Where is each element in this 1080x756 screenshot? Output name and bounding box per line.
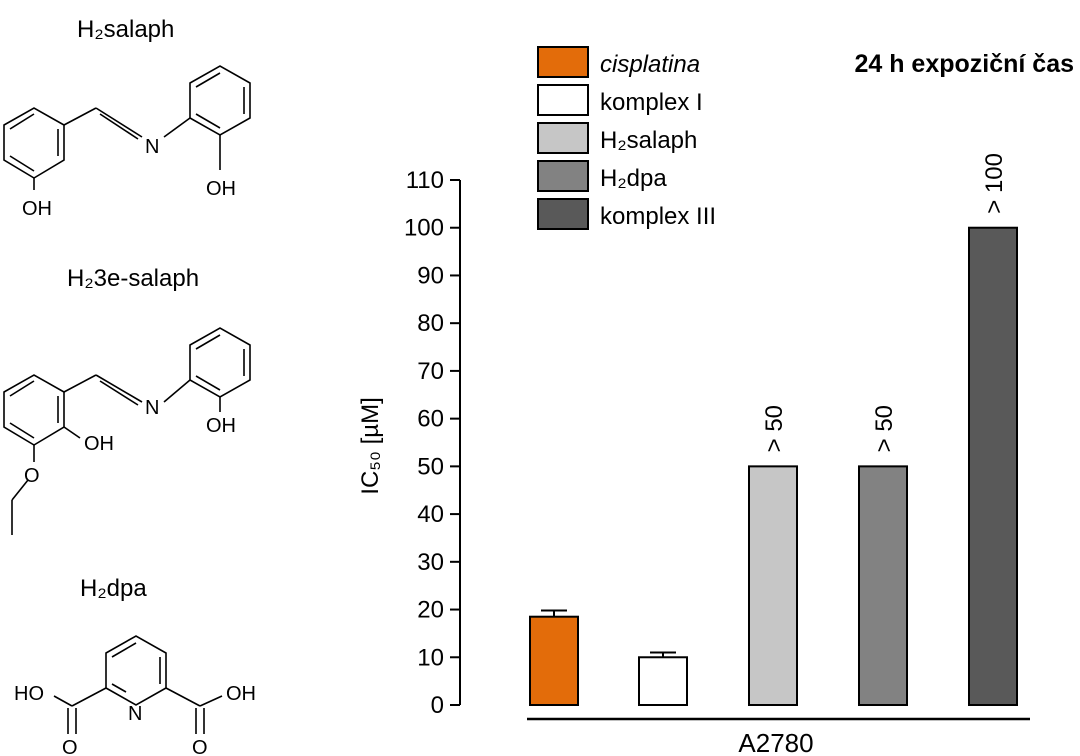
- y-tick-label: 70: [417, 358, 444, 385]
- atom-label: O: [62, 737, 78, 756]
- y-tick-label: 80: [417, 310, 444, 337]
- atom-label: OH: [226, 683, 256, 705]
- legend-label: H₂salaph: [600, 127, 697, 154]
- bar: [748, 465, 798, 707]
- y-tick-label: 30: [417, 549, 444, 576]
- atom-label: HO: [14, 683, 44, 705]
- bar-value-label: > 50: [871, 405, 898, 452]
- legend-label: komplex III: [600, 203, 716, 230]
- structure-salaph: N OH OH: [3, 65, 251, 220]
- atom-label: O: [192, 737, 208, 756]
- legend-swatch: [537, 84, 589, 116]
- legend-swatch: [537, 198, 589, 230]
- y-tick-label: 10: [417, 644, 444, 671]
- bar-value-label: > 100: [981, 153, 1008, 214]
- structure-label-2: H₂3e-salaph: [67, 265, 200, 292]
- y-tick-label: 100: [404, 215, 444, 242]
- atom-label: N: [128, 703, 142, 725]
- y-tick-label: 20: [417, 597, 444, 624]
- chemical-structures: N OH OH N OH OH O: [3, 65, 256, 756]
- x-axis-label: A2780: [738, 728, 813, 756]
- atom-label: OH: [22, 198, 52, 220]
- atom-label: N: [145, 397, 159, 419]
- bar: [858, 465, 908, 707]
- structure-3e-salaph: N OH OH O: [3, 327, 251, 535]
- y-tick-label: 110: [406, 167, 444, 194]
- structure-label-3: H₂dpa: [80, 575, 147, 602]
- bar-value-label: > 50: [761, 405, 788, 452]
- atom-label: OH: [84, 433, 114, 455]
- y-tick-label: 40: [417, 501, 444, 528]
- y-tick-label: 60: [417, 406, 444, 433]
- legend-label: H₂dpa: [600, 165, 667, 192]
- y-tick-label: 50: [417, 453, 444, 480]
- bar: [529, 615, 579, 706]
- bar: [638, 656, 688, 706]
- bars: > 50 > 50 > 100: [529, 153, 1018, 707]
- legend-swatch: [537, 122, 589, 154]
- structure-dpa: N HO OH O O: [14, 635, 256, 756]
- atom-label: N: [145, 136, 159, 158]
- atom-label: OH: [206, 178, 236, 200]
- atom-label: OH: [206, 415, 236, 437]
- structure-label-1: H₂salaph: [77, 16, 175, 43]
- axes: 0 10 20 30 40 50 60 70 80 90 100 110: [404, 167, 1030, 721]
- y-tick-label: 90: [417, 262, 444, 289]
- y-axis-label: IC₅₀ [µM]: [357, 397, 384, 494]
- atom-label: O: [24, 465, 40, 487]
- bar: [968, 226, 1018, 707]
- legend-label: komplex I: [600, 89, 703, 116]
- chart-title: 24 h expoziční čas: [854, 50, 1074, 78]
- legend-swatch: [537, 160, 589, 192]
- legend-label: cisplatina: [600, 51, 700, 78]
- legend-swatch: [537, 46, 589, 78]
- y-tick-label: 0: [431, 692, 444, 719]
